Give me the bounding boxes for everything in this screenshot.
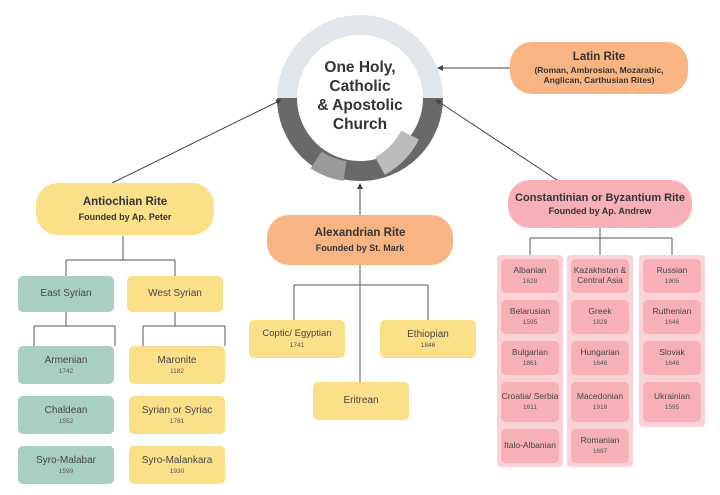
- slovak-label: Slovak: [659, 347, 685, 358]
- syro-malabar-year: 1599: [58, 468, 74, 476]
- romanian-year: 1697: [592, 448, 608, 456]
- east-syrian-node: East Syrian: [18, 276, 114, 312]
- chaldean-label: Chaldean: [44, 404, 88, 416]
- albanian-year: 1628: [522, 278, 538, 286]
- ukrainian-node: Ukrainian 1595: [643, 382, 701, 422]
- eritrean-label: Eritrean: [343, 395, 379, 407]
- ukrainian-year: 1595: [664, 404, 680, 412]
- maronite-node: Maronite 1182: [129, 346, 225, 384]
- italo-albanian-node: Italo-Albanian: [501, 429, 559, 463]
- syro-malankara-label: Syro-Malankara: [141, 454, 213, 466]
- belarusian-year: 1595: [522, 319, 538, 327]
- macedonian-year: 1918: [592, 404, 608, 412]
- latin-rite-node: Latin Rite (Roman, Ambrosian, Mozarabic,…: [510, 42, 688, 94]
- church-ring: [277, 15, 443, 181]
- coptic-node: Coptic/ Egyptian 1741: [249, 320, 345, 358]
- byzantine-rite-title: Constantinian or Byzantium Rite: [515, 191, 685, 204]
- ruthenian-year: 1646: [664, 319, 680, 327]
- eritrean-node: Eritrean: [313, 382, 409, 420]
- syro-malankara-year: 1930: [169, 468, 185, 476]
- latin-rite-title: Latin Rite: [572, 50, 626, 63]
- croatia-serbia-year: 1611: [523, 404, 537, 412]
- ukrainian-label: Ukrainian: [654, 391, 690, 402]
- alexandrian-rite-title: Alexandrian Rite: [314, 226, 406, 239]
- ethiopian-node: Ethiopian 1846: [380, 320, 476, 358]
- belarusian-label: Belarusian: [509, 306, 551, 317]
- russian-node: Russian 1905: [643, 259, 701, 293]
- center-line-2: Catholic: [329, 78, 391, 95]
- center-line-3: & Apostolic: [317, 97, 403, 114]
- chaldean-year: 1552: [58, 418, 74, 426]
- center-title: One Holy, Catholic & Apostolic Church: [305, 58, 415, 134]
- hungarian-year: 1646: [592, 360, 608, 368]
- romanian-label: Romanian: [580, 435, 620, 446]
- antiochian-rite-subtitle: Founded by Ap. Peter: [78, 211, 172, 222]
- syro-malabar-label: Syro-Malabar: [35, 454, 97, 466]
- macedonian-node: Macedonian 1918: [571, 382, 629, 422]
- bulgarian-label: Bulgarian: [512, 347, 548, 358]
- chaldean-node: Chaldean 1552: [18, 396, 114, 434]
- latin-rite-subtitle: (Roman, Ambrosian, Mozarabic, Anglican, …: [534, 64, 664, 85]
- greek-node: Greek 1829: [571, 300, 629, 334]
- albanian-node: Albanian 1628: [501, 259, 559, 293]
- italo-albanian-label: Italo-Albanian: [504, 440, 556, 451]
- russian-year: 1905: [664, 278, 680, 286]
- greek-year: 1829: [592, 319, 608, 327]
- maronite-year: 1182: [170, 368, 184, 376]
- east-syrian-label: East Syrian: [40, 288, 92, 300]
- croatia-serbia-node: Croatia/ Serbia 1611: [501, 382, 559, 422]
- bulgarian-node: Bulgarian 1861: [501, 341, 559, 375]
- center-line-4: Church: [332, 116, 388, 133]
- kazakhstan-node: Kazakhstan & Central Asia: [571, 259, 629, 293]
- west-syrian-node: West Syrian: [127, 276, 223, 312]
- byzantine-rite-subtitle: Founded by Ap. Andrew: [548, 206, 652, 217]
- syriac-node: Syrian or Syriac 1781: [129, 396, 225, 434]
- ethiopian-label: Ethiopian: [407, 328, 449, 340]
- slovak-node: Slovak 1646: [643, 341, 701, 375]
- byzantine-arrow: [435, 99, 561, 183]
- romanian-node: Romanian 1697: [571, 429, 629, 463]
- russian-label: Russian: [656, 265, 688, 276]
- syriac-year: 1781: [169, 418, 185, 426]
- croatia-serbia-label: Croatia/ Serbia: [501, 391, 559, 402]
- macedonian-label: Macedonian: [576, 391, 624, 402]
- bulgarian-year: 1861: [522, 360, 538, 368]
- ethiopian-year: 1846: [420, 342, 436, 350]
- armenian-year: 1742: [58, 368, 74, 376]
- coptic-year: 1741: [289, 341, 305, 349]
- ruthenian-node: Ruthenian 1646: [643, 300, 701, 334]
- center-line-1: One Holy,: [324, 59, 396, 76]
- west-syrian-label: West Syrian: [148, 288, 202, 300]
- coptic-label: Coptic/ Egyptian: [262, 327, 332, 339]
- armenian-label: Armenian: [44, 354, 88, 366]
- hungarian-node: Hungarian 1646: [571, 341, 629, 375]
- syro-malabar-node: Syro-Malabar 1599: [18, 446, 114, 484]
- alexandrian-rite-node: Alexandrian Rite Founded by St. Mark: [267, 215, 453, 265]
- alexandrian-rite-subtitle: Founded by St. Mark: [315, 242, 405, 253]
- armenian-node: Armenian 1742: [18, 346, 114, 384]
- syro-malankara-node: Syro-Malankara 1930: [129, 446, 225, 484]
- slovak-year: 1646: [664, 360, 680, 368]
- syriac-label: Syrian or Syriac: [141, 404, 213, 416]
- belarusian-node: Belarusian 1595: [501, 300, 559, 334]
- antiochian-arrow: [111, 99, 282, 184]
- albanian-label: Albanian: [513, 265, 547, 276]
- kazakhstan-label: Kazakhstan & Central Asia: [573, 265, 627, 285]
- antiochian-rite-title: Antiochian Rite: [82, 195, 168, 208]
- byzantine-rite-node: Constantinian or Byzantium Rite Founded …: [508, 180, 692, 228]
- greek-label: Greek: [588, 306, 612, 317]
- antiochian-rite-node: Antiochian Rite Founded by Ap. Peter: [36, 183, 214, 235]
- maronite-label: Maronite: [157, 354, 197, 366]
- ruthenian-label: Ruthenian: [652, 306, 692, 317]
- hungarian-label: Hungarian: [580, 347, 620, 358]
